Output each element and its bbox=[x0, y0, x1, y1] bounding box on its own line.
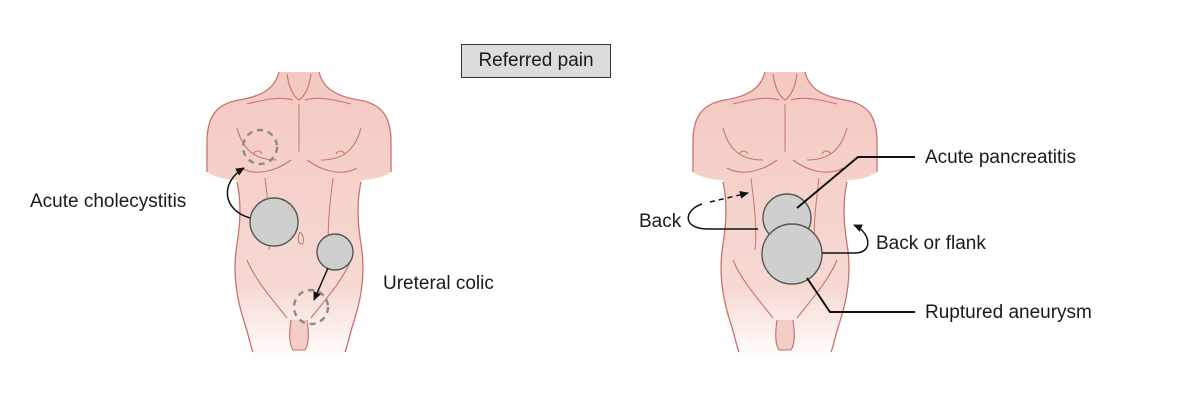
ureter-circle bbox=[316, 233, 354, 271]
back-dashed-arrow bbox=[709, 190, 749, 203]
diagram-title: Referred pain bbox=[461, 44, 611, 78]
flank-line bbox=[822, 224, 869, 254]
cholecystitis-arrow bbox=[226, 167, 251, 219]
left-torso bbox=[206, 71, 392, 361]
referred-pain-groin-circle bbox=[292, 288, 330, 326]
pancreatitis-leader bbox=[796, 156, 915, 209]
ureteral-arrow bbox=[313, 267, 329, 301]
aneurysm-leader bbox=[806, 277, 915, 313]
label-acute-cholecystitis: Acute cholecystitis bbox=[30, 191, 187, 212]
label-ruptured-aneurysm: Ruptured aneurysm bbox=[925, 302, 1092, 323]
label-acute-pancreatitis: Acute pancreatitis bbox=[925, 147, 1077, 168]
gallbladder-circle bbox=[249, 197, 299, 247]
aneurysm-circle bbox=[761, 223, 823, 285]
label-back-or-flank: Back or flank bbox=[876, 233, 986, 254]
back-loop bbox=[687, 203, 758, 230]
referred-pain-shoulder-circle bbox=[241, 128, 279, 166]
label-ureteral-colic: Ureteral colic bbox=[383, 273, 494, 294]
label-back: Back bbox=[639, 211, 682, 232]
